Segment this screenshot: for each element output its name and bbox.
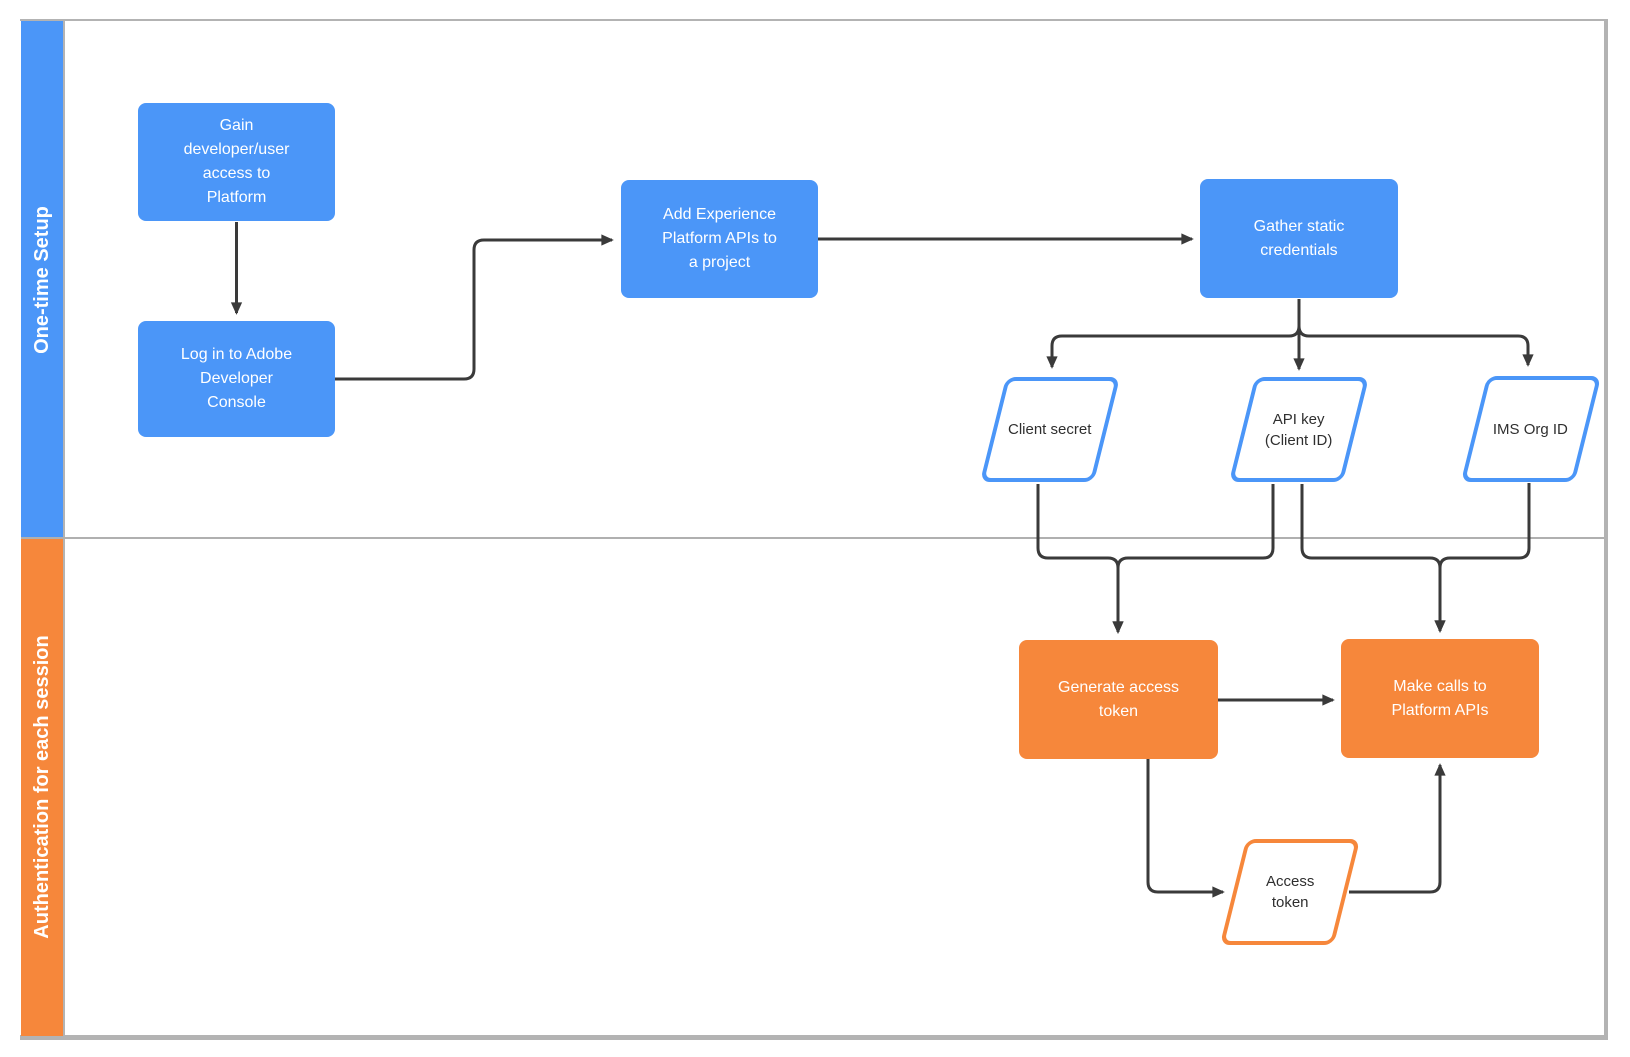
node-label: Generate access token	[1058, 678, 1179, 720]
node-label: IMS Org ID	[1493, 420, 1569, 438]
node-label: Client secret	[1008, 421, 1092, 438]
node-gain-access: Gain developer/user access to Platform	[138, 103, 335, 221]
node-label: Access token	[1265, 873, 1315, 911]
lane-label-auth-session: Authentication for each session	[31, 635, 53, 939]
node-login-console: Log in to Adobe Developer Console	[138, 321, 335, 437]
node-add-apis: Add Experience Platform APIs to a projec…	[621, 180, 818, 298]
swimlane-frame	[20, 19, 1608, 1040]
node-label: Add Experience Platform APIs to a projec…	[662, 206, 777, 271]
lane-header-auth-session	[21, 538, 63, 1036]
lane-divider	[21, 537, 1604, 539]
lane-label-one-time-setup: One-time Setup	[31, 206, 53, 354]
node-label: API key (Client ID)	[1265, 410, 1333, 449]
lane-header-separator	[63, 21, 65, 1036]
node-label: Make calls to Platform APIs	[1391, 677, 1489, 719]
node-generate-token: Generate access token	[1019, 640, 1218, 759]
node-make-calls: Make calls to Platform APIs	[1341, 639, 1539, 758]
node-label: Gather static credentials	[1253, 217, 1345, 259]
node-gather-credentials: Gather static credentials	[1200, 179, 1398, 298]
lane-header-one-time-setup	[21, 21, 63, 538]
node-label: Gain developer/user access to Platform	[183, 117, 290, 206]
node-label: Log in to Adobe Developer Console	[180, 346, 293, 411]
